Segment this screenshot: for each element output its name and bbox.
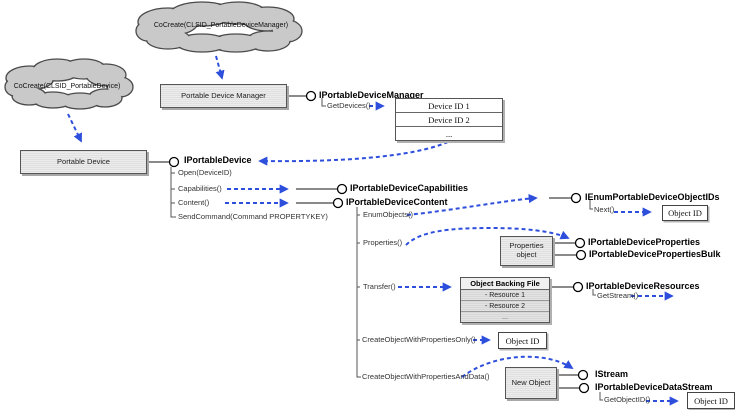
bracket-get-object-id — [599, 392, 603, 401]
createobjectwithpropertiesanddata-method: CreateObjectWithPropertiesAndData() — [362, 372, 490, 381]
iportabledevicecontent-label: IPortableDeviceContent — [346, 197, 448, 207]
resource-row: - Resource 2 — [461, 301, 549, 312]
lollipop-device — [168, 156, 180, 168]
bracket-next — [589, 200, 593, 210]
ienumportabledeviceobjectids-label: IEnumPortableDeviceObjectIDs — [585, 192, 720, 202]
getdevices-method: GetDevices() — [327, 101, 371, 110]
object-id-box-enum: Object ID — [662, 205, 708, 221]
resource-row: ... — [461, 312, 549, 322]
arrow-cocreate-device — [67, 113, 82, 143]
lollipop-capabilities — [336, 183, 348, 195]
device-id-row: ... — [396, 127, 502, 140]
lollipop-istream — [577, 369, 589, 381]
object-backing-file-header: Object Backing File — [461, 278, 549, 290]
lollipop-properties-bulk — [575, 249, 587, 261]
iportabledeviceresources-label: IPortableDeviceResources — [586, 281, 700, 291]
object-id-box-datastream: Object ID — [687, 392, 735, 409]
bracket-get-stream — [592, 289, 596, 296]
bracket-get-devices — [321, 98, 326, 107]
device-id-row: Device ID 1 — [396, 99, 502, 113]
arrow-enum-objects — [406, 193, 538, 216]
arrow-cocreate-manager — [215, 55, 225, 80]
object-backing-file-table: Object Backing File - Resource 1 - Resou… — [460, 277, 550, 323]
capabilities-method: Capabilities() — [178, 184, 222, 193]
properties-object-box: Properties object — [500, 236, 553, 266]
resource-row: - Resource 1 — [461, 290, 549, 301]
cloud-cocreate-device — [4, 58, 134, 110]
iportabledevicecapabilities-label: IPortableDeviceCapabilities — [350, 183, 469, 193]
lollipop-properties — [574, 237, 586, 249]
iportabledevice-label: IPortableDevice — [184, 155, 252, 165]
next-method: Next() — [594, 205, 615, 214]
getobjectid-method: GetObjectID() — [604, 395, 651, 404]
device-id-table: Device ID 1 Device ID 2 ... — [395, 98, 503, 141]
lollipop-content — [332, 197, 344, 209]
enumobjects-method: EnumObjects() — [363, 210, 414, 219]
properties-method: Properties() — [363, 238, 403, 247]
lollipop-manager — [305, 90, 317, 102]
lollipop-resources — [572, 281, 584, 293]
cloud-cocreate-manager — [135, 1, 303, 53]
iportabledevicepropertiesbulk-label: IPortableDevicePropertiesBulk — [589, 249, 721, 259]
sendcommand-method: SendCommand(Command PROPERTYKEY) — [178, 212, 328, 221]
arrow-properties — [405, 226, 570, 246]
portable-device-box: Portable Device — [20, 150, 147, 174]
arrow-create-props-data — [461, 355, 574, 378]
lollipop-enum-object-ids — [570, 192, 582, 204]
getstream-method: GetStream() — [597, 291, 639, 300]
lollipop-data-stream — [578, 382, 590, 394]
open-method: Open(DeviceID) — [178, 168, 232, 177]
createobjectwithpropertiesonly-method: CreateObjectWithPropertiesOnly() — [362, 335, 476, 344]
arrow-device-id-to-open — [258, 141, 449, 166]
object-id-box-create: Object ID — [498, 332, 547, 349]
bracket-content-methods — [356, 207, 361, 378]
cloud-cocreate-device-label: CoCreate(CLSID_PortableDevice) — [13, 83, 121, 90]
cloud-cocreate-manager-label: CoCreate(CLSID_PortableDeviceManager) — [153, 22, 289, 29]
new-object-box: New Object — [505, 367, 557, 399]
bracket-device-methods — [170, 167, 176, 218]
iportabledeviceproperties-label: IPortableDeviceProperties — [588, 237, 701, 247]
portable-device-manager-box: Portable Device Manager — [160, 84, 287, 108]
iportabledevicedatastream-label: IPortableDeviceDataStream — [595, 382, 713, 392]
istream-label: IStream — [595, 369, 629, 379]
device-id-row: Device ID 2 — [396, 113, 502, 127]
content-method: Content() — [178, 198, 210, 207]
transfer-method: Transfer() — [363, 282, 396, 291]
iportabledevicemanager-label: IPortableDeviceManager — [319, 90, 424, 100]
